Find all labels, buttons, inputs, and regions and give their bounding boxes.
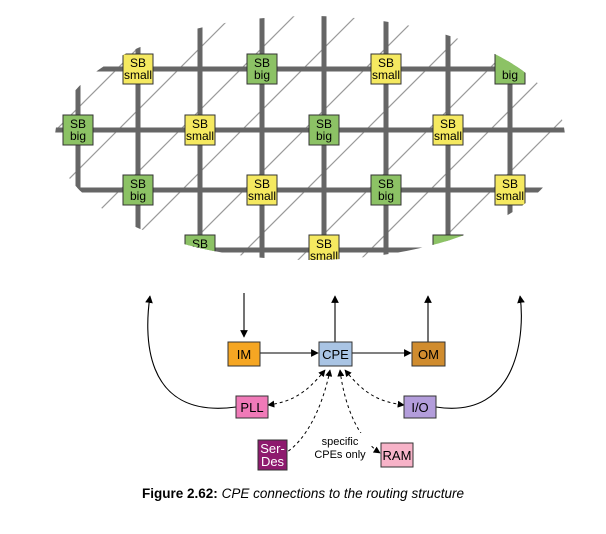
diagonal-track [598, 10, 606, 270]
diagonal-track [535, 16, 565, 260]
switch-box-label-line1: SB [192, 117, 208, 131]
switch-box-rect [370, 53, 402, 85]
diagonal-track [55, 16, 177, 260]
switch-box-label-line1: SB [130, 177, 146, 191]
switch-box-label-line1: SB [254, 56, 270, 70]
switch-box-rect [246, 174, 278, 206]
switch-box-rect [246, 53, 278, 85]
switch-box-label-line2: small [186, 129, 214, 143]
switch-box-rect [122, 174, 154, 206]
diagonal-track [349, 16, 565, 260]
caption-text: CPE connections to the routing structure [221, 486, 464, 501]
om-label: OM [418, 347, 439, 362]
diagonal-track [225, 16, 487, 260]
switch-box-rect [62, 114, 94, 146]
switch-box-label-line2: big [130, 189, 146, 203]
switch-box-rect [432, 234, 464, 260]
serdes-block: Ser- Des [257, 439, 288, 471]
switch-box-rect [370, 174, 402, 206]
switch-box-rect [308, 114, 340, 146]
switch-box-label-line1: SB [316, 237, 332, 251]
io-label: I/O [411, 400, 428, 415]
switch-box-label-line1: SB [254, 177, 270, 191]
switch-box-label-line1: SB [378, 56, 394, 70]
pll-label: PLL [240, 400, 263, 415]
io-to-grid-arrow [435, 295, 525, 409]
io-block: I/O [403, 395, 437, 419]
switch-box-label-line1: SB [70, 117, 86, 131]
switch-box-rect [494, 174, 526, 206]
diagonal-track [55, 16, 239, 260]
note-line1: specific [322, 436, 359, 448]
diagonal-track [101, 16, 363, 260]
switch-box-rect [122, 53, 154, 85]
serdes-label-line1: Ser- [260, 441, 285, 456]
serdes-label-line2: Des [261, 454, 285, 469]
switch-box-big [432, 234, 464, 260]
switch-box-rect [308, 234, 340, 260]
switch-box-label-line2: big [254, 68, 270, 82]
switch-box-label-line1: SB [378, 177, 394, 191]
om-block: OM [411, 341, 446, 367]
caption-label: Figure 2.62: [142, 486, 218, 501]
switch-box-label-line1: SB [440, 117, 456, 131]
switch-box-label-line2: big [502, 68, 518, 82]
switch-box-label-line2: big [70, 129, 86, 143]
dashed-connections [267, 369, 405, 454]
switch-box-label-line1: SB [130, 56, 146, 70]
connection-arrows [145, 293, 525, 409]
figure-caption: Figure 2.62: CPE connections to the rout… [0, 486, 606, 501]
switch-box-rect [184, 114, 216, 146]
pll-block: PLL [235, 395, 269, 419]
pll-to-grid-arrow [145, 295, 237, 409]
switch-box-label-line1: SB [316, 117, 332, 131]
cpe-block: CPE [318, 341, 353, 367]
switch-box-label-line1: SB [502, 177, 518, 191]
switch-box-big: big [494, 53, 526, 85]
note-line2: CPEs only [314, 449, 366, 461]
switch-box-label-line2: small [372, 68, 400, 82]
diagonal-track [55, 16, 115, 260]
im-label: IM [237, 347, 251, 362]
switch-box-label-line2: big [378, 189, 394, 203]
diagonal-track [163, 16, 425, 260]
diagonal-track [473, 16, 565, 260]
switch-box-label-line1: SB [192, 237, 208, 251]
switch-box-label-line2: small [434, 129, 462, 143]
ram-label: RAM [383, 448, 412, 463]
switch-box-label-line2: small [124, 68, 152, 82]
ram-block: RAM [380, 442, 414, 468]
switch-box-label-line2: small [248, 189, 276, 203]
switch-box-rect [432, 114, 464, 146]
cpe-pll-dashed [267, 369, 326, 408]
switch-box-label-line2: small [310, 249, 338, 263]
diagonal-track [411, 16, 565, 260]
im-block: IM [227, 341, 261, 367]
cpe-label: CPE [322, 347, 349, 362]
cpe-serdes-dashed [286, 369, 333, 453]
switch-box-label-line2: small [496, 189, 524, 203]
cpe-io-dashed [344, 369, 405, 408]
switch-box-big: SB [184, 234, 216, 260]
switch-box-label-line2: big [316, 129, 332, 143]
